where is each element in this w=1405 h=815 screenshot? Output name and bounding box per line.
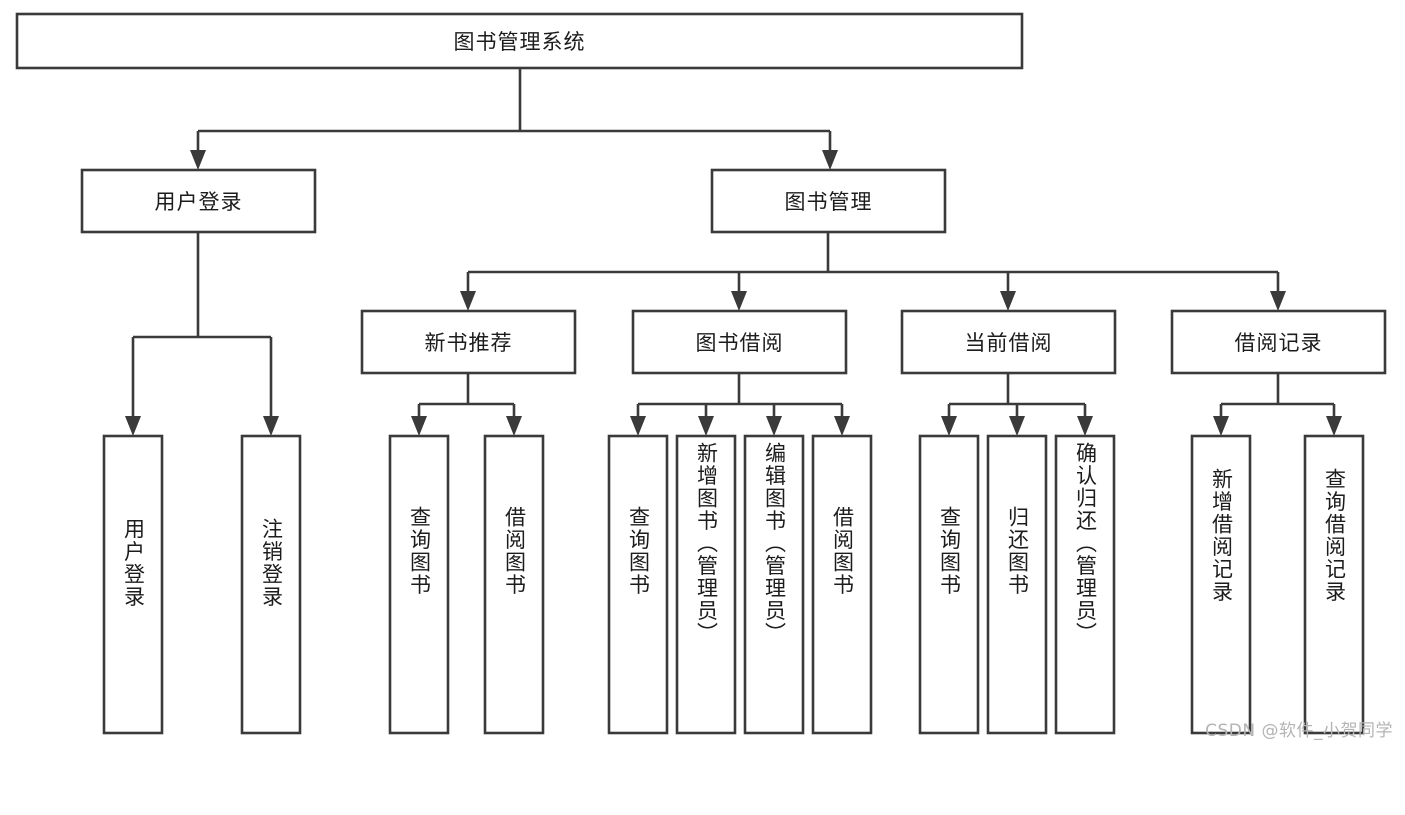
node-leaf-edit-book[interactable]	[743, 434, 805, 735]
node-leaf-query-book-2[interactable]	[607, 434, 669, 735]
arrow-to-book-manage	[822, 150, 838, 170]
flowchart-svg	[15, 12, 1387, 735]
node-leaf-query-book-3[interactable]	[918, 434, 980, 735]
node-leaf-add-book[interactable]	[675, 434, 737, 735]
arrow-to-leaf-add-book	[698, 416, 714, 436]
arrow-to-borrow-record	[1270, 291, 1286, 311]
node-leaf-return-book[interactable]	[986, 434, 1048, 735]
node-new-book-recommend[interactable]	[360, 309, 577, 375]
arrow-to-new-book-recommend	[460, 291, 476, 311]
node-root[interactable]	[15, 12, 1024, 70]
arrow-to-leaf-return-book	[1009, 416, 1025, 436]
arrow-to-leaf-query-record	[1326, 416, 1342, 436]
arrow-to-leaf-borrow-book-1	[506, 416, 522, 436]
node-current-borrow[interactable]	[900, 309, 1117, 375]
arrow-to-leaf-query-book-1	[411, 416, 427, 436]
arrow-to-leaf-query-book-2	[630, 416, 646, 436]
node-book-borrow[interactable]	[631, 309, 848, 375]
node-book-manage[interactable]	[710, 168, 947, 234]
arrow-to-leaf-borrow-book-2	[834, 416, 850, 436]
node-leaf-add-record[interactable]	[1190, 434, 1252, 735]
arrow-to-leaf-add-record	[1213, 416, 1229, 436]
node-user-login[interactable]	[80, 168, 317, 234]
flowchart-diagram: 图书管理系统 用户登录 图书管理 新书推荐 图书借阅 当前借阅 借阅记录 用户登…	[15, 12, 1393, 741]
node-leaf-borrow-book-1[interactable]	[483, 434, 545, 735]
arrow-to-leaf-query-book-3	[941, 416, 957, 436]
arrow-to-leaf-confirm-return	[1077, 416, 1093, 436]
arrow-to-leaf-edit-book	[766, 416, 782, 436]
node-leaf-query-book-1[interactable]	[388, 434, 450, 735]
node-leaf-confirm-return[interactable]	[1054, 434, 1116, 735]
arrow-to-leaf-logout-login	[263, 416, 279, 436]
node-leaf-logout-login[interactable]	[240, 434, 302, 735]
node-borrow-record[interactable]	[1170, 309, 1387, 375]
connector-layer	[125, 68, 1342, 436]
arrow-to-current-borrow	[1000, 291, 1016, 311]
node-leaf-borrow-book-2[interactable]	[811, 434, 873, 735]
node-layer	[15, 12, 1387, 735]
arrow-to-book-borrow	[731, 291, 747, 311]
arrow-to-user-login	[190, 150, 206, 170]
node-leaf-user-login[interactable]	[102, 434, 164, 735]
node-leaf-query-record[interactable]	[1303, 434, 1365, 735]
arrow-to-leaf-user-login	[125, 416, 141, 436]
